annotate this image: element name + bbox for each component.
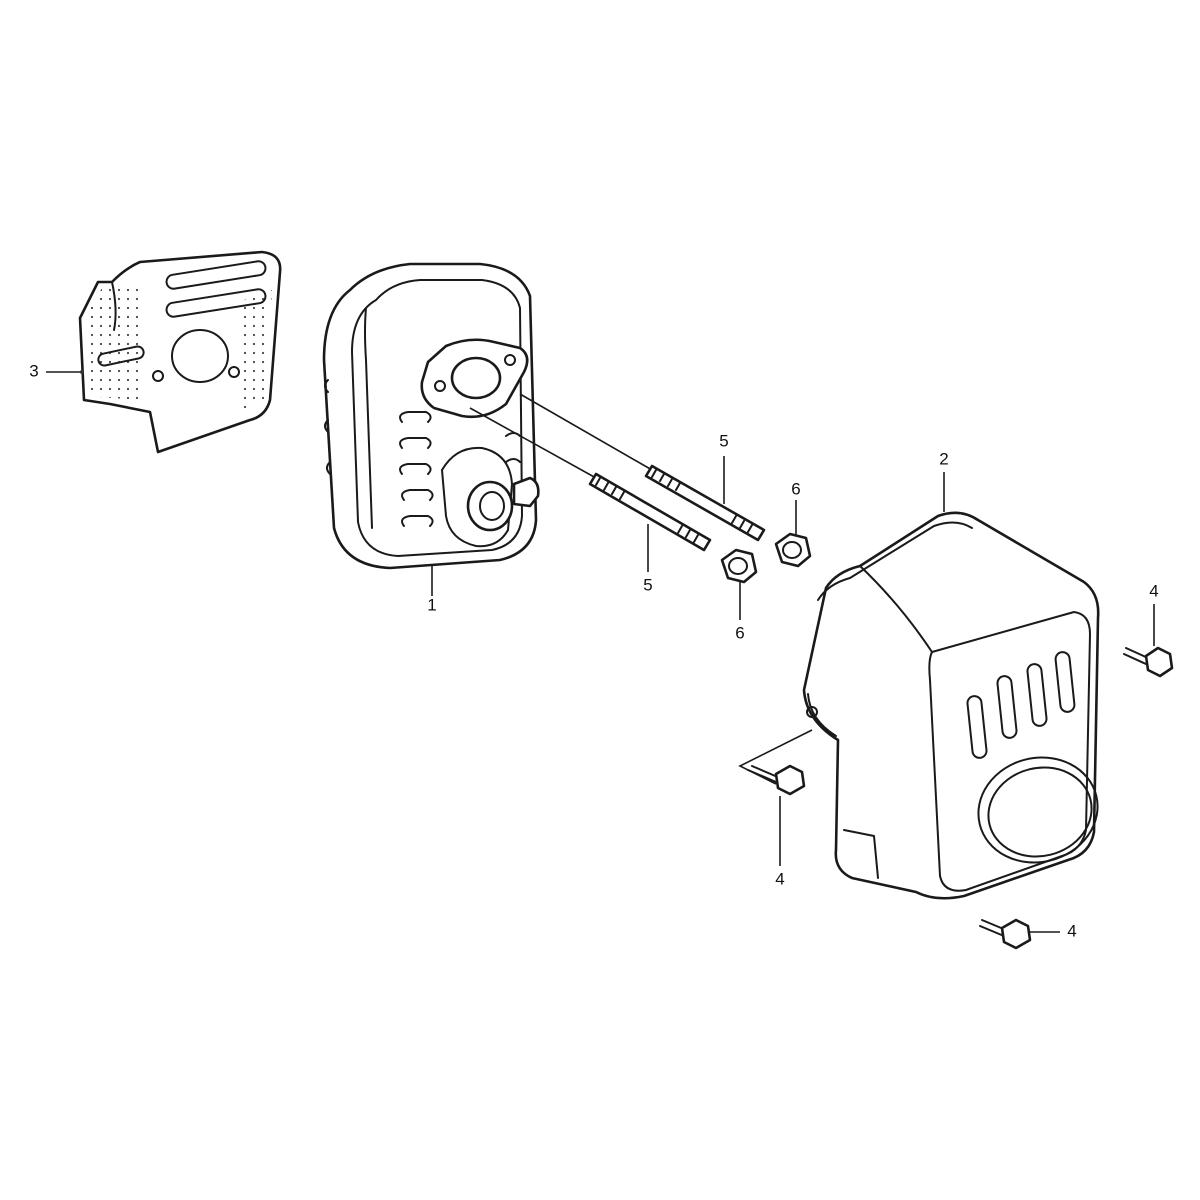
callout-4-left: 4 [775,869,784,888]
flange-bolt-left [738,729,813,796]
callout-5-lower: 5 [643,575,652,594]
muffler [322,262,540,570]
flange-nut-upper [774,532,812,568]
stud-bolt-upper [519,393,766,542]
callout-3: 3 [29,361,38,380]
callout-5-upper: 5 [719,431,728,450]
callout-6-upper: 6 [791,479,800,498]
flange-bolt-bottom [979,918,1032,950]
leader-lines [46,370,1155,933]
callout-4-bottom: 4 [1067,921,1076,940]
flange-bolt-right-upper [1123,646,1174,678]
callout-labels: 3 1 2 5 5 6 6 4 4 4 [29,361,1158,940]
callout-1: 1 [427,595,436,614]
callout-4-right: 4 [1149,581,1158,600]
muffler-protector [802,511,1100,900]
stud-bolt-lower [469,407,712,552]
heat-shield-plate [78,250,282,454]
callout-6-lower: 6 [735,623,744,642]
flange-nut-lower [720,548,758,584]
callout-2: 2 [939,449,948,468]
